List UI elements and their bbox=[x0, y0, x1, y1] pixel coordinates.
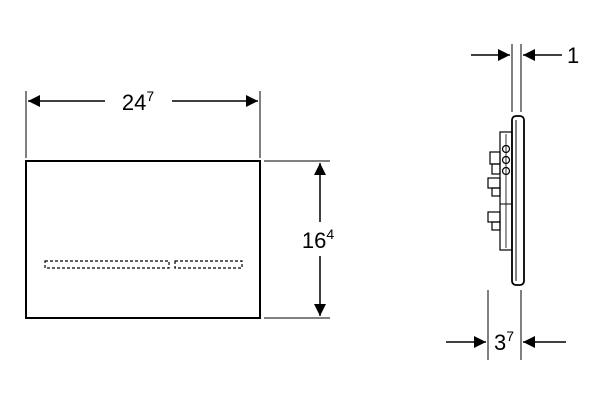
top-thickness-main: 1 bbox=[567, 43, 579, 68]
flush-plate-outline bbox=[25, 160, 261, 319]
plate-profile bbox=[511, 115, 525, 286]
width-dimension-sup: 7 bbox=[146, 88, 154, 104]
height-dimension-sup: 4 bbox=[326, 226, 334, 242]
height-dimension-main: 16 bbox=[302, 228, 326, 253]
bottom-depth-dimension: 37 bbox=[446, 290, 566, 360]
right-button-slot bbox=[174, 260, 243, 269]
bottom-depth-label: 37 bbox=[494, 328, 514, 355]
top-thickness-dimension: 1 bbox=[471, 43, 579, 112]
mounting-bracket bbox=[487, 131, 513, 251]
front-view: 247 164 bbox=[25, 88, 334, 319]
width-dimension-label: 247 bbox=[122, 88, 154, 115]
width-dimension: 247 bbox=[25, 88, 261, 158]
top-thickness-label: 1 bbox=[567, 43, 579, 68]
height-dimension: 164 bbox=[264, 160, 334, 319]
button-slots bbox=[44, 260, 243, 269]
width-dimension-main: 24 bbox=[122, 90, 146, 115]
bottom-depth-main: 3 bbox=[494, 330, 506, 355]
bottom-depth-sup: 7 bbox=[506, 328, 514, 344]
height-dimension-label: 164 bbox=[302, 226, 334, 253]
side-view: 1 37 bbox=[446, 43, 579, 360]
left-button-slot bbox=[44, 260, 170, 269]
